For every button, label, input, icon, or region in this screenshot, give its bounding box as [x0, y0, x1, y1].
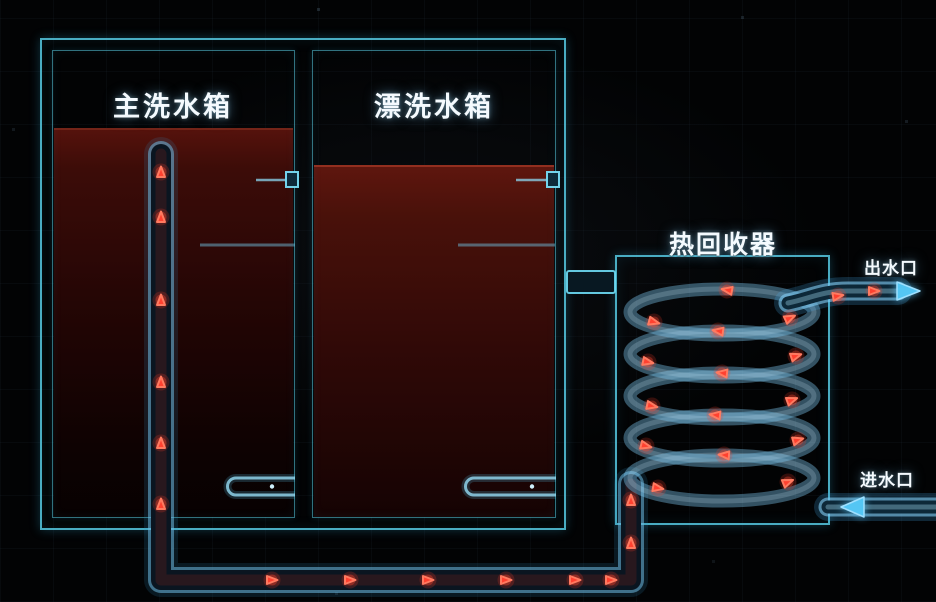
- flow-particle: [565, 570, 585, 590]
- flow-particle: [151, 433, 171, 453]
- heat-recovery-unit: [615, 255, 830, 525]
- rinse-tank-heater-coil: [461, 474, 556, 499]
- flow-particle: [621, 533, 641, 553]
- drain-pipe: [144, 137, 648, 597]
- main-tank-level-sensor: [256, 171, 299, 188]
- flow-particle: [151, 372, 171, 392]
- water-inlet-label: 进水口: [860, 471, 914, 490]
- heat-recovery-label: 热回收器: [668, 231, 778, 259]
- flow-particle: [151, 207, 171, 227]
- main-wash-tank-label: 主洗水箱: [113, 92, 233, 122]
- flow-particle: [340, 570, 360, 590]
- rinse-tank-level-sensor: [516, 171, 560, 188]
- tank-assembly-outline: [40, 38, 566, 530]
- flow-particle: [418, 570, 438, 590]
- flow-particle: [151, 162, 171, 182]
- flow-particle: [601, 570, 621, 590]
- flow-particle: [151, 494, 171, 514]
- flow-particle: [621, 490, 641, 510]
- rinse-tank-label: 漂洗水箱: [374, 92, 494, 122]
- inlet-direction-arrow-icon: [840, 496, 865, 518]
- rinse-liquid: [314, 165, 554, 517]
- main-tank-heater-coil: [223, 474, 295, 499]
- background-speckles: [317, 8, 320, 11]
- flow-particle: [496, 570, 516, 590]
- rinse-tank: [312, 50, 556, 518]
- outlet-pipe: [774, 277, 912, 317]
- flow-particle: [262, 570, 282, 590]
- flow-particle: [864, 281, 884, 301]
- tank-to-recovery-duct: [566, 270, 616, 294]
- outlet-direction-arrow-icon: [896, 281, 921, 301]
- flow-particle: [151, 290, 171, 310]
- water-outlet-label: 出水口: [864, 259, 918, 278]
